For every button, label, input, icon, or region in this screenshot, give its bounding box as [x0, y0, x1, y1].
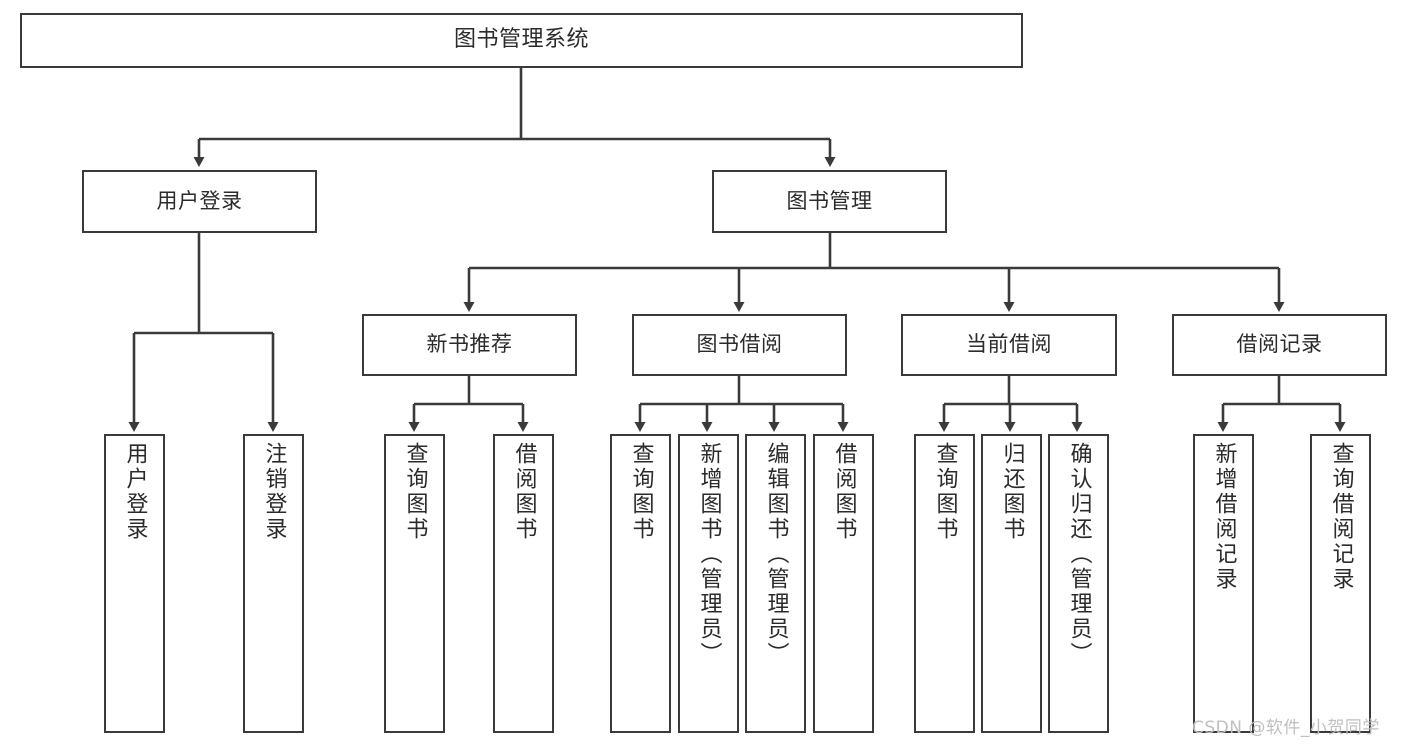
- node-leaf-add-borrow-record-label: 新增借阅记录: [1211, 442, 1237, 592]
- node-leaf-query-book-3-label: 查询图书: [932, 442, 958, 542]
- node-book-manage[interactable]: 图书管理: [712, 170, 947, 233]
- node-leaf-borrow-book-1[interactable]: 借阅图书: [493, 434, 554, 733]
- node-leaf-user-login-label: 用户登录: [122, 442, 148, 542]
- node-leaf-confirm-return-admin-label: 确认归还（管理员）: [1066, 442, 1092, 667]
- node-root[interactable]: 图书管理系统: [20, 13, 1023, 68]
- node-leaf-add-borrow-record[interactable]: 新增借阅记录: [1193, 434, 1254, 733]
- node-leaf-user-login[interactable]: 用户登录: [104, 434, 165, 733]
- node-leaf-borrow-book-2[interactable]: 借阅图书: [813, 434, 874, 733]
- node-leaf-borrow-book-1-label: 借阅图书: [511, 442, 537, 542]
- node-leaf-return-book[interactable]: 归还图书: [981, 434, 1042, 733]
- node-leaf-query-book-3[interactable]: 查询图书: [914, 434, 975, 733]
- node-current-borrow-label: 当前借阅: [966, 332, 1052, 357]
- node-leaf-confirm-return-admin[interactable]: 确认归还（管理员）: [1048, 434, 1109, 733]
- node-leaf-edit-book-admin-label: 编辑图书（管理员）: [763, 442, 789, 667]
- node-book-borrow[interactable]: 图书借阅: [632, 314, 847, 376]
- node-current-borrow[interactable]: 当前借阅: [901, 314, 1117, 376]
- watermark: CSDN @软件_小贺同学: [1192, 718, 1380, 738]
- node-new-book-recommend[interactable]: 新书推荐: [362, 314, 577, 376]
- node-user-login-label: 用户登录: [156, 188, 243, 213]
- node-leaf-logout-login[interactable]: 注销登录: [243, 434, 304, 733]
- node-book-borrow-label: 图书借阅: [696, 332, 783, 357]
- node-leaf-add-book-admin[interactable]: 新增图书（管理员）: [678, 434, 739, 733]
- node-leaf-edit-book-admin[interactable]: 编辑图书（管理员）: [745, 434, 806, 733]
- node-leaf-query-book-1-label: 查询图书: [402, 442, 428, 542]
- node-leaf-logout-login-label: 注销登录: [261, 442, 287, 542]
- node-leaf-add-book-admin-label: 新增图书（管理员）: [696, 442, 722, 667]
- node-borrow-record-label: 借阅记录: [1236, 332, 1323, 357]
- node-leaf-query-book-2[interactable]: 查询图书: [610, 434, 671, 733]
- node-book-manage-label: 图书管理: [786, 188, 873, 213]
- node-leaf-query-borrow-record[interactable]: 查询借阅记录: [1310, 434, 1371, 733]
- node-leaf-query-book-2-label: 查询图书: [628, 442, 654, 542]
- node-new-book-recommend-label: 新书推荐: [426, 332, 513, 357]
- node-root-label: 图书管理系统: [453, 27, 589, 53]
- node-leaf-query-book-1[interactable]: 查询图书: [384, 434, 445, 733]
- node-leaf-return-book-label: 归还图书: [999, 442, 1025, 542]
- node-leaf-borrow-book-2-label: 借阅图书: [831, 442, 857, 542]
- node-user-login[interactable]: 用户登录: [82, 170, 317, 233]
- node-leaf-query-borrow-record-label: 查询借阅记录: [1328, 442, 1354, 592]
- node-borrow-record[interactable]: 借阅记录: [1172, 314, 1387, 376]
